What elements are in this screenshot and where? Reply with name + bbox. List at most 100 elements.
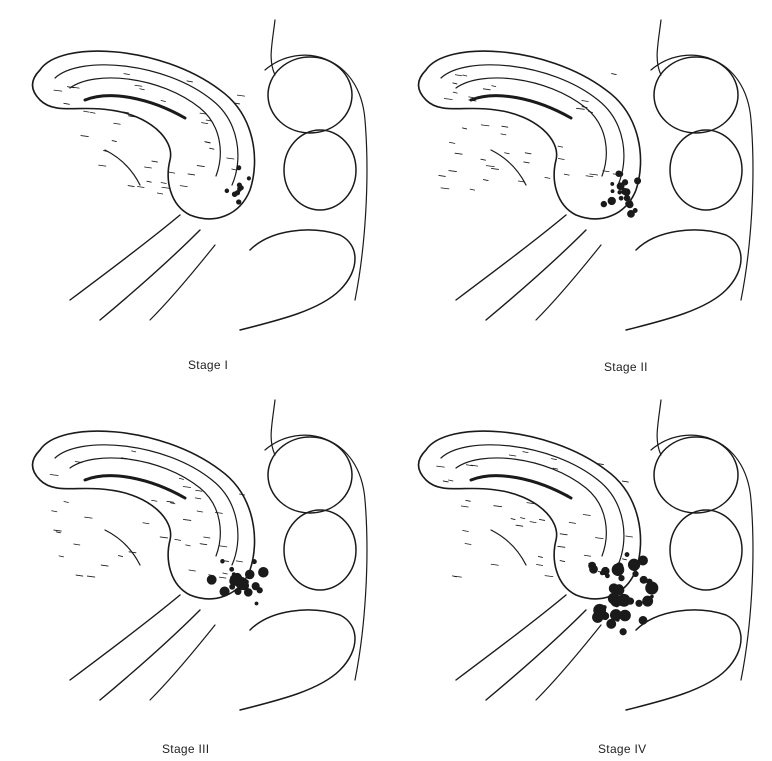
texture-stroke [175,539,181,540]
texture-stroke [87,576,95,577]
texture-stroke [560,534,567,535]
texture-stroke [219,577,226,578]
lesion-nodule [255,602,258,605]
texture-stroke [232,169,237,170]
texture-stroke [486,166,494,167]
anatomy-illustration [386,380,772,720]
texture-stroke [551,459,556,460]
bowel-loop [654,57,738,133]
lesion-nodule [639,616,647,624]
texture-stroke [50,475,58,476]
texture-stroke [197,511,202,512]
canal-upper [456,215,566,300]
texture-stroke [183,519,191,520]
texture-stroke [626,536,633,537]
panel-stage-1: Stage I [0,0,386,380]
texture-stroke [64,103,70,104]
texture-stroke [183,487,190,488]
texture-stroke [469,97,475,98]
texture-stroke [582,100,588,101]
texture-stroke [140,89,145,90]
lesion-nodule [625,201,629,205]
texture-stroke [54,530,62,531]
texture-stroke [147,181,151,182]
inner-layer [70,78,220,176]
texture-stroke [443,481,448,482]
uterus-outline [33,51,255,219]
bowel-loop [670,130,742,210]
texture-stroke [558,146,563,147]
inner-fold [491,150,526,185]
texture-stroke [564,174,569,175]
texture-stroke [455,75,462,76]
texture-stroke [161,183,166,184]
texture-stroke [112,141,116,142]
texture-stroke [491,564,498,565]
texture-stroke [520,518,524,519]
texture-stroke [64,502,68,503]
texture-stroke [536,564,542,565]
texture-stroke [204,537,210,538]
texture-stroke [85,517,93,518]
texture-stroke [227,158,234,159]
lesion-nodule [620,610,631,621]
panel-stage-4: Stage IV [386,380,772,760]
texture-stroke [90,112,95,113]
texture-stroke [492,86,496,87]
tube [657,20,661,75]
lesion-nodule [636,600,643,607]
texture-stroke [560,561,565,562]
canal-line [150,245,215,320]
texture-stroke [589,112,593,113]
rectum-outline [240,610,355,710]
texture-stroke [135,85,142,86]
texture-stroke [545,177,550,178]
texture-stroke [210,148,214,149]
texture-stroke [583,514,590,515]
texture-stroke [138,186,145,187]
panel-stage-2: Stage II [386,0,772,380]
texture-stroke [530,522,536,523]
texture-stroke [187,81,193,82]
texture-stroke [558,546,565,547]
tube [271,400,275,455]
canal-upper [70,215,180,300]
texture-stroke [167,501,174,502]
texture-stroke [494,506,502,507]
texture-stroke [444,99,452,100]
lesion-nodule [207,575,216,584]
texture-stroke [143,523,149,524]
canal-upper [70,595,180,680]
texture-stroke [220,546,227,547]
texture-stroke [84,111,90,112]
lesion-nodule [611,182,614,185]
texture-stroke [437,466,445,467]
texture-stroke [132,451,136,452]
lesion-nodule [235,190,240,195]
texture-stroke [215,512,222,513]
lesion-nodule [625,552,629,556]
lesion-nodule [252,559,256,563]
texture-stroke [448,480,453,481]
texture-stroke [465,543,471,544]
texture-stroke [558,158,564,159]
lesion-nodule [650,595,653,598]
cavity [85,96,185,118]
texture-stroke [52,511,57,512]
texture-stroke [186,545,191,546]
cavity [471,96,571,118]
lesion-nodule [237,183,242,188]
texture-stroke [462,128,466,129]
texture-stroke [481,159,486,160]
bowel-loop [670,510,742,590]
texture-stroke [99,165,106,166]
texture-stroke [72,87,79,88]
lesion-nodule [646,582,659,595]
canal-lower [100,230,200,320]
texture-stroke [612,74,617,75]
stage-caption: Stage IV [598,742,646,756]
texture-stroke [586,176,593,177]
texture-stroke [449,171,457,172]
lesion-nodule [618,190,622,194]
texture-stroke [114,123,121,124]
